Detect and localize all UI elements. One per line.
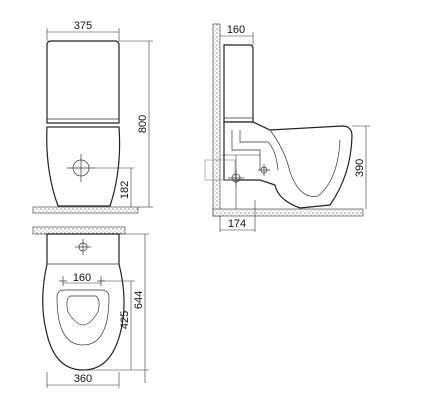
front-outlet-icon	[67, 154, 95, 182]
top-fixing-icon	[75, 239, 91, 255]
side-tank	[223, 44, 254, 123]
side-wall	[212, 23, 221, 217]
front-width-label: 375	[74, 20, 92, 32]
front-bowl	[46, 126, 121, 207]
side-floor	[212, 208, 364, 217]
top-hinge-spacing-label: 160	[73, 272, 91, 284]
side-tank-depth-label: 160	[227, 24, 245, 36]
top-view: 160 425 644 360	[32, 226, 149, 388]
top-seat-depth-label: 425	[119, 311, 131, 329]
top-wall	[32, 226, 126, 235]
top-width-label: 360	[74, 373, 92, 385]
front-height-label: 800	[137, 115, 149, 133]
front-tank	[46, 40, 120, 124]
side-view: 160 390 174	[204, 23, 370, 232]
side-outlet-offset-label: 174	[228, 218, 246, 230]
front-view: 375 800 182	[32, 20, 153, 214]
top-total-depth-label: 644	[133, 291, 145, 309]
front-outlet-height-label: 182	[119, 181, 131, 199]
side-outlet-pipe	[204, 159, 236, 181]
top-seat-opening	[56, 289, 110, 346]
side-outlet-height-label: 390	[354, 159, 366, 177]
front-floor	[32, 206, 139, 214]
top-outer-body	[42, 233, 125, 371]
side-trap	[269, 129, 341, 197]
